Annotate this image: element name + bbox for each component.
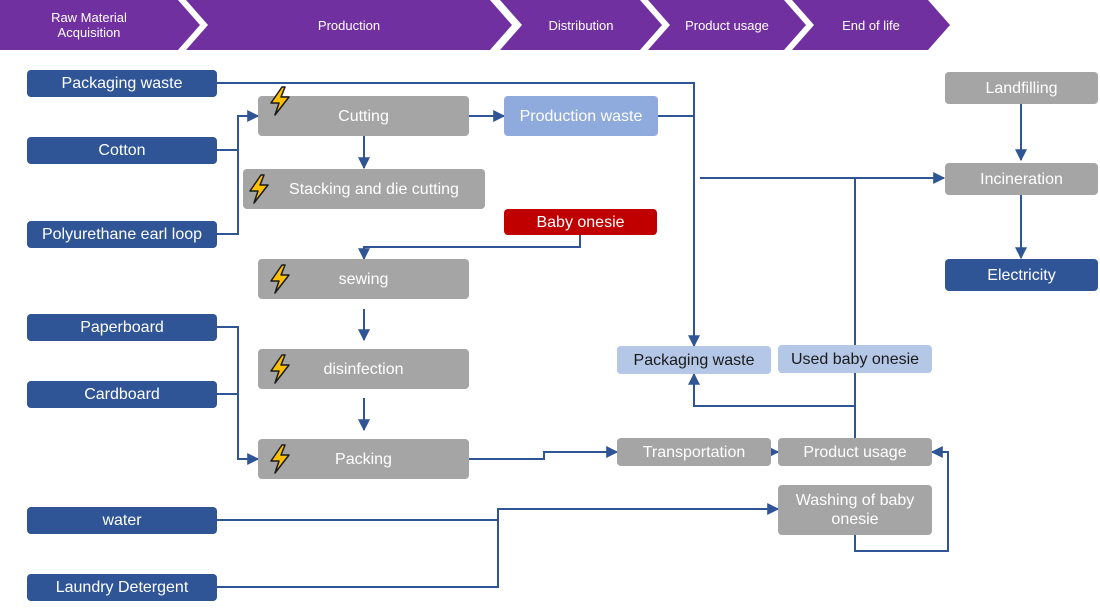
process-stacking-label: Stacking and die cutting <box>289 180 459 198</box>
input-laundry-detergent: Laundry Detergent <box>27 574 217 601</box>
stage-product-usage-label: Product usage <box>685 17 769 33</box>
input-cotton: Cotton <box>27 137 217 164</box>
process-transportation: Transportation <box>617 438 771 466</box>
process-production-waste: Production waste <box>504 96 658 136</box>
stage-distribution-label: Distribution <box>548 17 614 33</box>
lightning-bolt-icon <box>249 174 269 204</box>
process-sewing-label: sewing <box>338 270 389 288</box>
input-packaging-waste-label: Packaging waste <box>61 75 183 92</box>
input-polyurethane-label: Polyurethane earl loop <box>41 226 203 243</box>
process-cutting-label: Cutting <box>338 107 389 125</box>
input-water-label: water <box>102 512 142 529</box>
lightning-bolt-icon <box>270 86 290 116</box>
process-landfilling: Landfilling <box>945 72 1098 104</box>
process-electricity: Electricity <box>945 259 1098 291</box>
input-polyurethane: Polyurethane earl loop <box>27 221 217 248</box>
input-paperboard: Paperboard <box>27 314 217 341</box>
input-cotton-label: Cotton <box>98 142 146 159</box>
process-packaging-waste-out-label: Packaging waste <box>633 351 755 369</box>
process-cutting: Cutting <box>258 96 469 136</box>
process-packing-label: Packing <box>335 450 392 468</box>
arrow-usage-to-packaging-waste <box>688 372 855 407</box>
stage-product-usage: Product usage <box>648 0 806 50</box>
process-product-usage-label: Product usage <box>803 443 907 461</box>
lightning-bolt-icon <box>270 354 290 384</box>
input-paperboard-label: Paperboard <box>80 319 164 336</box>
arrow-onesie-to-sewing <box>358 235 581 261</box>
arrow-washing-to-usage <box>854 446 949 552</box>
process-incineration: Incineration <box>945 163 1098 195</box>
process-incineration-label: Incineration <box>980 170 1063 188</box>
process-production-waste-label: Production waste <box>519 107 643 125</box>
stage-production-label: Production <box>317 17 381 33</box>
stage-end-of-life: End of life <box>792 0 950 50</box>
process-disinfection: disinfection <box>258 349 469 389</box>
stage-raw-material: Raw Material Acquisition <box>0 0 200 50</box>
lightning-bolt-icon <box>270 444 290 474</box>
arrow-water-to-washing <box>217 503 780 521</box>
process-packing: Packing <box>258 439 469 479</box>
stage-raw-material-label: Raw Material Acquisition <box>51 10 127 40</box>
stage-production: Production <box>186 0 512 50</box>
input-packaging-waste: Packaging waste <box>27 70 217 97</box>
process-baby-onesie: Baby onesie <box>504 209 657 235</box>
process-transportation-label: Transportation <box>642 443 746 461</box>
arrow-packing-to-transport <box>469 446 619 460</box>
process-washing: Washing of baby onesie <box>778 485 932 535</box>
stage-end-of-life-label: End of life <box>842 17 900 33</box>
input-water: water <box>27 507 217 534</box>
input-cardboard: Cardboard <box>27 381 217 408</box>
stage-distribution: Distribution <box>500 0 662 50</box>
arrow-packaging-input-to-waste <box>217 82 700 348</box>
input-cardboard-label: Cardboard <box>84 386 160 403</box>
arrow-polyurethane-to-cutting <box>217 150 239 235</box>
arrow-cotton-to-cutting <box>217 110 260 151</box>
process-stacking: Stacking and die cutting <box>243 169 485 209</box>
process-used-onesie-label: Used baby onesie <box>790 350 920 368</box>
process-washing-label: Washing of baby onesie <box>795 492 915 528</box>
input-laundry-detergent-label: Laundry Detergent <box>55 579 189 596</box>
lightning-bolt-icon <box>270 264 290 294</box>
process-baby-onesie-label: Baby onesie <box>536 213 625 231</box>
process-product-usage: Product usage <box>778 438 932 466</box>
process-sewing: sewing <box>258 259 469 299</box>
process-landfilling-label: Landfilling <box>985 79 1058 97</box>
process-packaging-waste-out: Packaging waste <box>617 346 771 374</box>
process-used-onesie: Used baby onesie <box>778 345 932 373</box>
process-electricity-label: Electricity <box>987 266 1056 284</box>
arrow-detergent-to-washing <box>217 520 499 588</box>
process-disinfection-label: disinfection <box>323 360 404 378</box>
